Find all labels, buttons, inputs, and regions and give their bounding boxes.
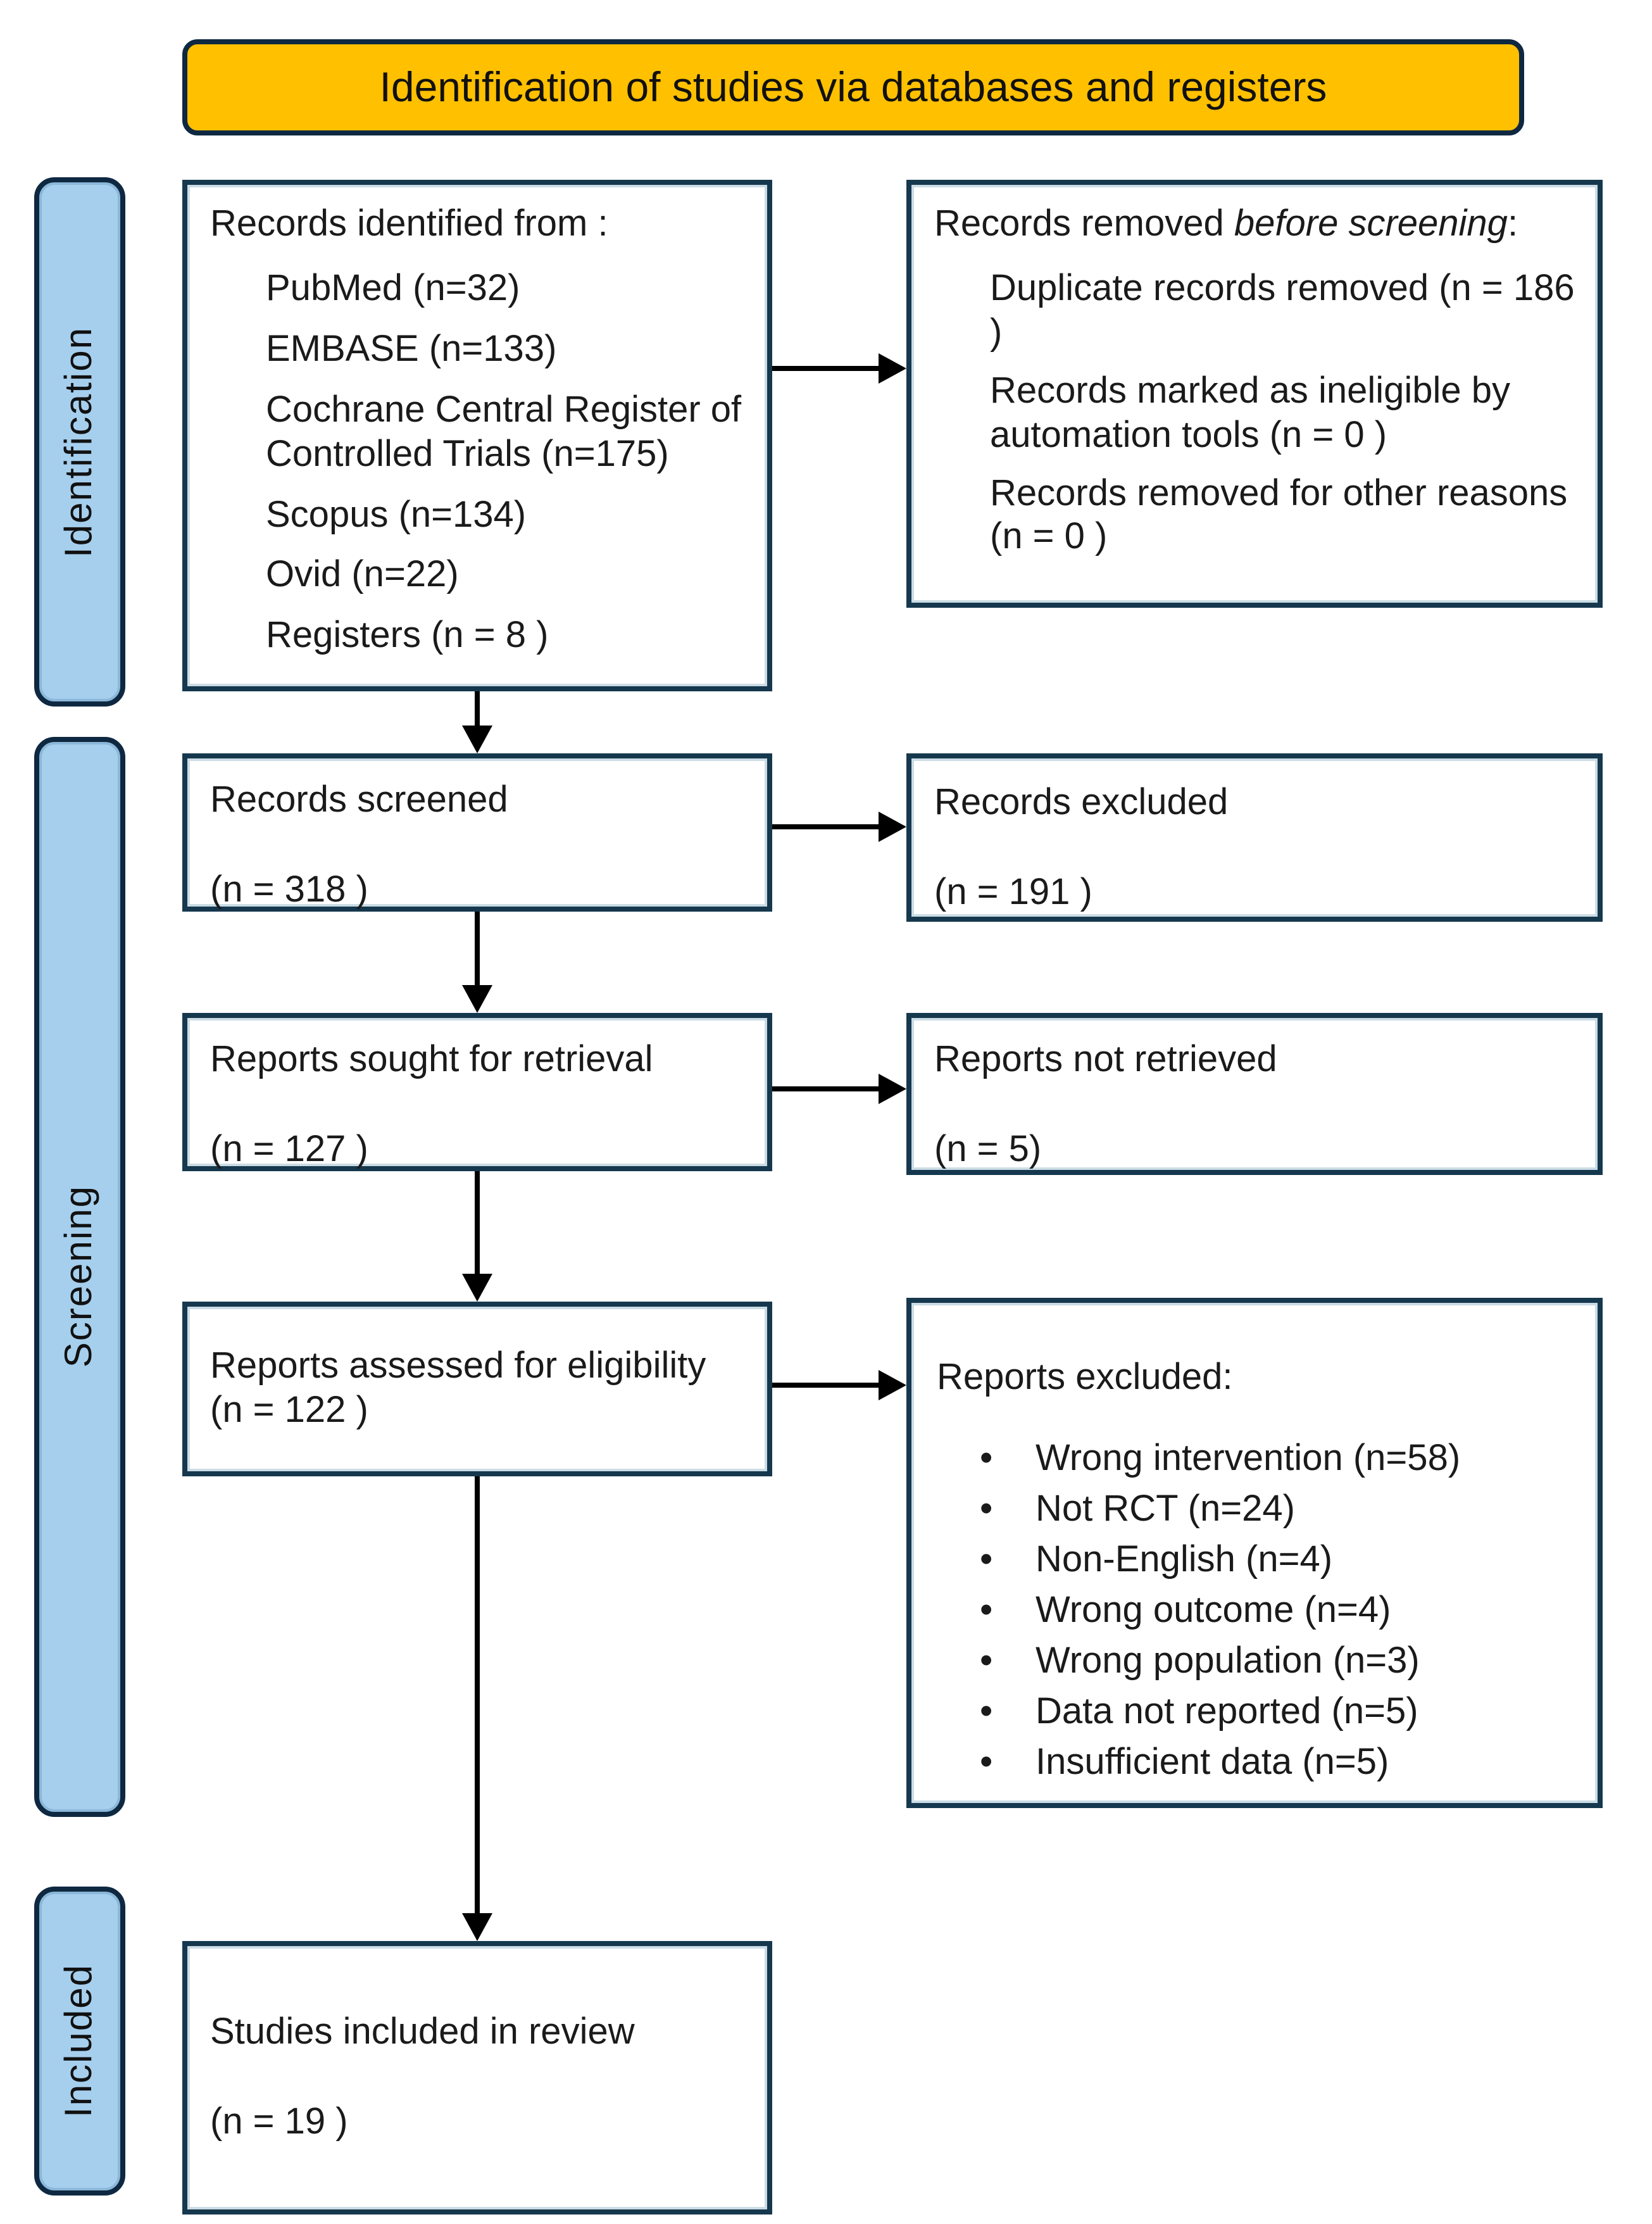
exclusion-reason: Wrong population (n=3) — [980, 1639, 1582, 1685]
reports-sought-box: Reports sought for retrieval (n = 127 ) — [182, 1013, 772, 1171]
title-banner: Identification of studies via databases … — [182, 39, 1524, 135]
reports-not-retrieved-label: Reports not retrieved — [934, 1040, 1277, 1080]
source-item: EMBASE (n=133) — [266, 329, 557, 370]
records-excluded-box: Records excluded (n = 191 ) — [906, 753, 1603, 922]
records-screened-count: (n = 318 ) — [210, 870, 368, 911]
stage-bar-included: Included — [34, 1887, 125, 2196]
records-screened-box: Records screened (n = 318 ) — [182, 753, 772, 912]
stage-label-identification: Identification — [58, 326, 100, 558]
reports-sought-count: (n = 127 ) — [210, 1129, 368, 1171]
records-screened-label: Records screened — [210, 780, 508, 820]
records-identified-box: Records identified from : PubMed (n=32) … — [182, 180, 772, 691]
records-identified-heading: Records identified from : — [210, 204, 608, 244]
studies-included-count: (n = 19 ) — [210, 2102, 348, 2142]
diagram-title: Identification of studies via databases … — [379, 63, 1327, 110]
reports-excluded-heading: Reports excluded: — [937, 1357, 1233, 1398]
reports-excluded-box: Reports excluded: Wrong intervention (n=… — [906, 1298, 1603, 1808]
removal-reason: Records removed for other reasons (n = 0… — [990, 473, 1568, 558]
reports-not-retrieved-box: Reports not retrieved (n = 5) — [906, 1013, 1603, 1175]
reports-assessed-label: Reports assessed for eligibility (n = 12… — [210, 1345, 706, 1431]
source-item: Scopus (n=134) — [266, 494, 527, 536]
studies-included-label: Studies included in review — [210, 2011, 635, 2052]
stage-bar-identification: Identification — [34, 177, 125, 707]
records-removed-heading: Records removed before screening: — [934, 204, 1518, 244]
reports-not-retrieved-count: (n = 5) — [934, 1129, 1042, 1171]
studies-included-box: Studies included in review (n = 19 ) — [182, 1941, 772, 2215]
exclusion-reason: Data not reported (n=5) — [980, 1690, 1582, 1735]
exclusion-reason: Insufficient data (n=5) — [980, 1740, 1582, 1786]
source-item: Cochrane Central Register of Controlled … — [266, 389, 742, 475]
source-item: Registers (n = 8 ) — [266, 615, 549, 657]
stage-label-included: Included — [58, 1964, 100, 2118]
source-item: PubMed (n=32) — [266, 268, 520, 310]
stage-bar-screening: Screening — [34, 737, 125, 1817]
reports-excluded-reason-list: Wrong intervention (n=58) Not RCT (n=24)… — [980, 1436, 1582, 1786]
records-identified-source-list: PubMed (n=32) EMBASE (n=133) Cochrane Ce… — [266, 268, 757, 658]
exclusion-reason: Wrong outcome (n=4) — [980, 1588, 1582, 1634]
records-removed-reason-list: Duplicate records removed (n = 186 ) Rec… — [990, 268, 1585, 560]
records-excluded-count: (n = 191 ) — [934, 872, 1092, 914]
records-removed-box: Records removed before screening: Duplic… — [906, 180, 1603, 608]
reports-sought-label: Reports sought for retrieval — [210, 1040, 653, 1080]
exclusion-reason: Wrong intervention (n=58) — [980, 1436, 1582, 1482]
stage-label-screening: Screening — [58, 1185, 100, 1369]
records-excluded-label: Records excluded — [934, 782, 1229, 823]
exclusion-reason: Non-English (n=4) — [980, 1538, 1582, 1583]
removal-reason: Records marked as ineligible by automati… — [990, 370, 1511, 456]
reports-assessed-box: Reports assessed for eligibility (n = 12… — [182, 1302, 772, 1476]
source-item: Ovid (n=22) — [266, 555, 459, 596]
exclusion-reason: Not RCT (n=24) — [980, 1487, 1582, 1533]
removal-reason: Duplicate records removed (n = 186 ) — [990, 268, 1575, 354]
